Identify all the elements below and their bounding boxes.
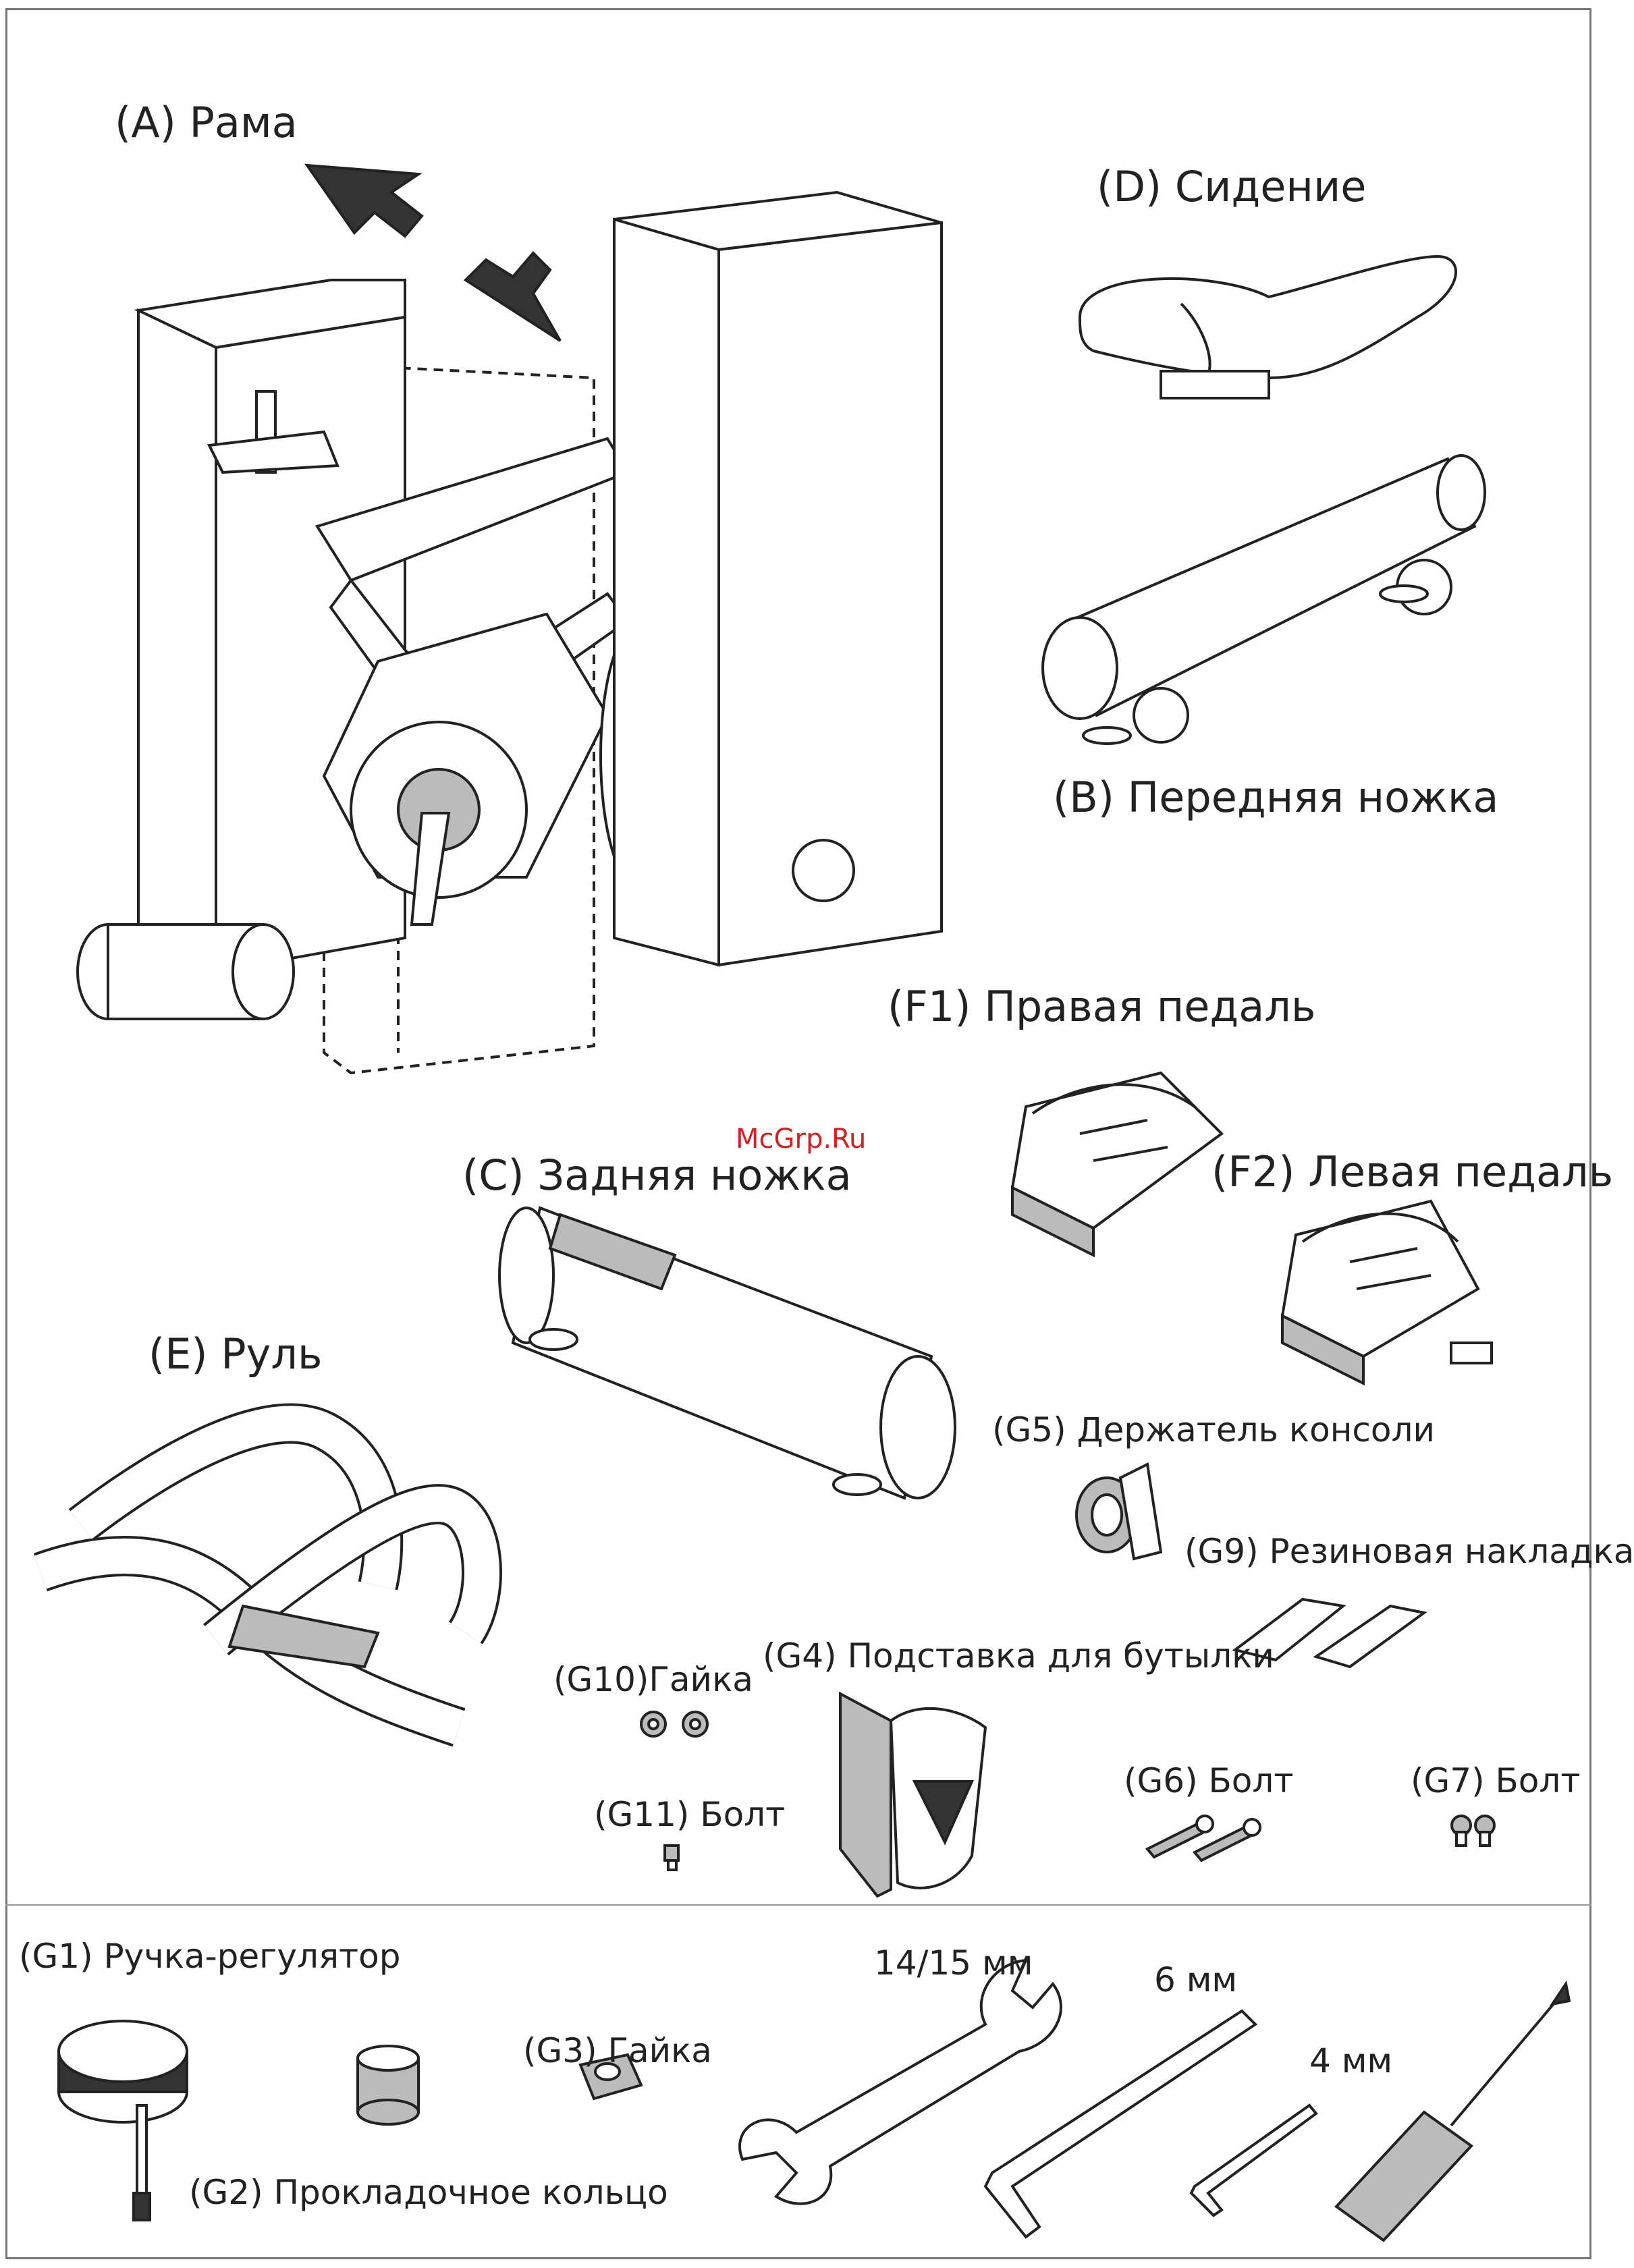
label-rubber-pad: (G9) Резиновая накладка: [1184, 1532, 1634, 1571]
watermark: McGrp.Ru: [736, 1124, 867, 1155]
nut-icon: [578, 2053, 643, 2101]
double-arrow-icon: [304, 163, 562, 342]
hex-key-icon: [983, 2009, 1318, 2239]
label-hex-6: 6 мм: [1154, 1960, 1238, 1999]
handlebar-icon: [33, 1403, 502, 1747]
bolt-icon: [663, 1844, 680, 1871]
label-rear-leg: (C) Задняя ножка: [462, 1151, 852, 1200]
label-bolt-g6: (G6) Болт: [1124, 1761, 1294, 1800]
bolt-icon: [1450, 1815, 1496, 1847]
label-bolt-g11: (G11) Болт: [594, 1795, 786, 1834]
rear-leg-icon: [498, 1206, 956, 1500]
rubber-pad-icon: [1232, 1597, 1427, 1669]
section-divider: [5, 1904, 1591, 1906]
seat-icon: [1078, 254, 1458, 399]
label-front-leg: (B) Передняя ножка: [1053, 773, 1499, 822]
console-holder-icon: [1075, 1462, 1163, 1561]
wrench-icon: [738, 1958, 1062, 2205]
label-nut-g10: (G10)Гайка: [553, 1660, 753, 1699]
bottle-holder-icon: [839, 1691, 987, 1898]
label-nut-g3: (G3) Гайка: [523, 2031, 712, 2070]
pedal-icon: [1010, 1071, 1224, 1258]
label-console-holder: (G5) Держатель консоли: [992, 1410, 1435, 1449]
label-knob-g1: (G1) Ручка-регулятор: [19, 1937, 401, 1976]
label-left-pedal: (F2) Левая педаль: [1211, 1147, 1614, 1196]
label-handlebar: (E) Руль: [148, 1329, 323, 1379]
label-spacer-g2: (G2) Прокладочное кольцо: [189, 2173, 668, 2212]
nut-icon: [640, 1711, 709, 1738]
bolt-icon: [1145, 1815, 1261, 1862]
label-bottle-holder: (G4) Подставка для бутылки: [763, 1636, 1274, 1676]
label-bolt-g7: (G7) Болт: [1411, 1761, 1581, 1800]
spacer-icon: [356, 2045, 420, 2126]
screwdriver-icon: [1334, 1980, 1571, 2242]
front-leg-icon: [1041, 454, 1486, 745]
label-frame: (A) Рама: [115, 98, 298, 147]
label-seat: (D) Сидение: [1097, 162, 1367, 211]
label-wrench-size: 14/15 мм: [874, 1943, 1033, 1983]
label-right-pedal: (F1) Правая педаль: [888, 982, 1316, 1031]
pedal-icon: [1280, 1199, 1493, 1386]
bike-frame-icon: [76, 190, 943, 1075]
label-hex-4: 4 мм: [1309, 2041, 1393, 2080]
knob-icon: [57, 2020, 188, 2221]
page-border: [5, 8, 1591, 2259]
